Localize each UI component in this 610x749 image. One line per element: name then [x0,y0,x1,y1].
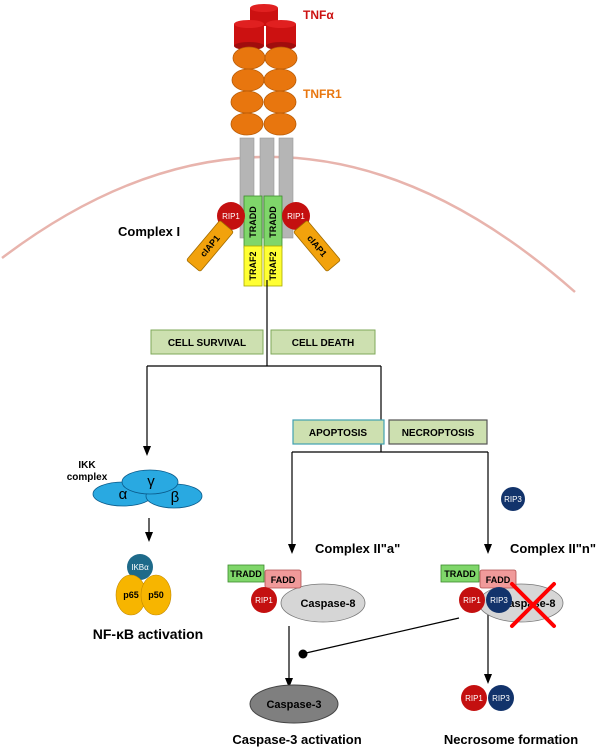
caspase-3-activation-label: Caspase-3 activation [232,732,361,747]
complex-ii-n: Caspase-8 TRADD FADD RIP1 RIP3 [440,564,564,628]
svg-text:RIP1: RIP1 [222,212,240,221]
svg-text:TRADD: TRADD [230,569,262,579]
svg-text:RIP3: RIP3 [490,596,508,605]
inhibition-endpoint [298,649,308,659]
traf2-1: TRAF2 [243,245,263,287]
tradd-complex-i-2: TRADD [263,195,283,249]
complex-ii-a-label: Complex II"a" [315,541,400,556]
svg-text:IKBα: IKBα [131,563,149,572]
ikk-beta: β [171,489,180,506]
svg-text:RIP1: RIP1 [287,212,305,221]
ikk-complex-label-line2: complex [67,472,108,483]
ikk-complex-label-line1: IKK [78,460,96,471]
ikk-gamma: γ [147,473,155,490]
complex-ii-n-label: Complex II"n" [510,541,596,556]
p50: p50 [140,574,172,616]
tnfr1-label: TNFR1 [303,87,342,101]
ikk-alpha: α [119,486,128,503]
apoptosis-box: APOPTOSIS [292,419,385,445]
svg-text:TRADD: TRADD [268,206,278,238]
svg-text:RIP1: RIP1 [255,596,273,605]
traf2-2: TRAF2 [263,245,283,287]
svg-text:RIP1: RIP1 [463,596,481,605]
cell-survival-box: CELL SURVIVAL [150,329,264,355]
svg-text:p50: p50 [148,590,164,600]
rip1-complex-i-right: RIP1 [282,202,310,230]
necrosome-formation-label: Necrosome formation [444,732,578,747]
ikba: IKBα [127,554,153,580]
svg-text:RIP3: RIP3 [492,694,510,703]
caspase-8-necroptosis: Caspase-8 [500,598,555,610]
svg-text:RIP3: RIP3 [504,495,522,504]
complex-ii-a: Caspase-8 TRADD FADD RIP1 [227,564,366,623]
svg-text:NECROPTOSIS: NECROPTOSIS [402,428,475,439]
tnfr1-receptor [230,46,298,136]
ciap1-right: cIAP1 [293,220,341,272]
svg-text:CELL SURVIVAL: CELL SURVIVAL [168,338,246,349]
svg-text:TRADD: TRADD [444,569,476,579]
svg-text:p65: p65 [123,590,139,600]
caspase-3: Caspase-3 [249,684,339,724]
svg-text:CELL DEATH: CELL DEATH [292,338,354,349]
ciap1-left: cIAP1 [186,220,234,272]
ikk-complex [92,469,203,509]
caspase-8-inhibited-cross-icon [510,582,556,628]
arrowheads [143,446,492,688]
tradd-complex-i-1: TRADD [243,195,263,249]
svg-text:RIP1: RIP1 [465,694,483,703]
pathway-lines [146,280,489,680]
svg-text:APOPTOSIS: APOPTOSIS [309,428,367,439]
svg-text:TRAF2: TRAF2 [248,252,258,281]
caspase-8-apoptosis: Caspase-8 [300,598,355,610]
tnf-alpha-label: TNFα [303,8,334,22]
necroptosis-box: NECROPTOSIS [388,419,488,445]
rip3-free: RIP3 [501,487,525,511]
tnf-alpha-trimer [234,4,296,50]
svg-text:Caspase-3: Caspase-3 [266,699,321,711]
svg-text:TRAF2: TRAF2 [268,252,278,281]
svg-text:FADD: FADD [271,575,296,585]
necrosome: RIP1 RIP3 [461,685,514,711]
svg-text:TRADD: TRADD [248,206,258,238]
nfkb-activation-label: NF-κB activation [93,626,203,642]
complex-i-label: Complex I [118,224,180,239]
svg-text:FADD: FADD [486,575,511,585]
cell-death-box: CELL DEATH [270,329,376,355]
rip1-complex-i-left: RIP1 [217,202,245,230]
